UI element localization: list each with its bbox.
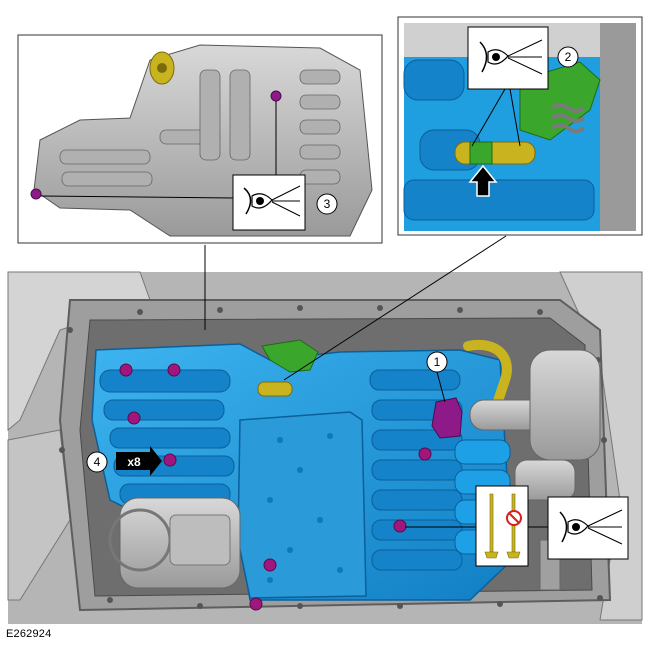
svg-text:3: 3 [324, 197, 331, 211]
manual-valve-pin [257, 381, 293, 397]
valve-body-bolts [119, 363, 432, 611]
inset-2-leader [283, 235, 507, 381]
figure-reference: E262924 [6, 628, 52, 640]
retainer-bracket [261, 339, 319, 373]
svg-text:4: 4 [94, 455, 101, 469]
inset-manual-valve: 2 [397, 16, 643, 236]
inset-bolt-left [30, 188, 42, 200]
eye-inspect-icon [467, 26, 549, 90]
main-view [7, 271, 643, 624]
bolt-inspection-box [405, 485, 629, 567]
inset-valve-body-top: 3 [17, 34, 383, 244]
sensor-connector [431, 397, 463, 439]
arrow-up-icon [468, 164, 498, 197]
prohibited-icon [506, 510, 522, 526]
actuator-assembly [469, 349, 601, 591]
flange-holes [59, 305, 609, 609]
separator-plate [237, 411, 367, 599]
callout-2: 2 [557, 46, 579, 68]
quantity-label: x8 [127, 455, 141, 469]
svg-text:2: 2 [565, 50, 572, 64]
callout-3: 3 [316, 193, 338, 215]
arrow-right-icon [116, 446, 162, 476]
callout-4: 4 x8 [86, 446, 162, 476]
manual-valve-pin-inset [454, 141, 536, 165]
callout-1: 1 [426, 351, 448, 403]
bolt-acceptable-icon [484, 493, 499, 559]
eye-inspect-icon [232, 174, 306, 231]
inset-bolt-top [270, 90, 282, 102]
eye-inspect-icon [547, 496, 629, 560]
svg-text:1: 1 [434, 355, 441, 369]
pump-assembly [108, 497, 241, 589]
